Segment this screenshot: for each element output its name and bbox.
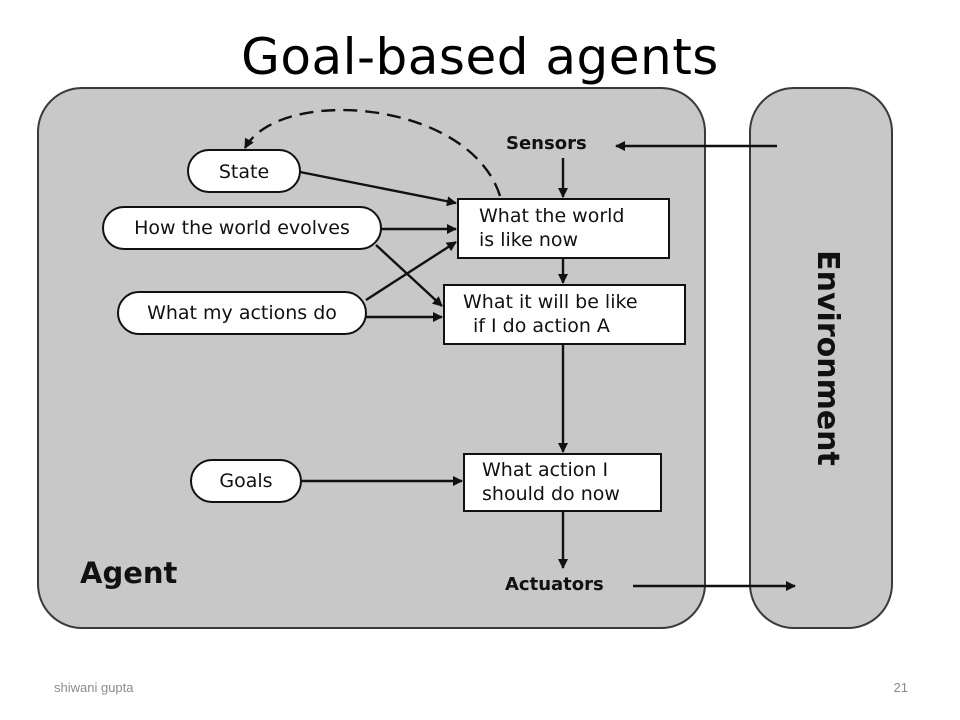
will-be-line-2: if I do action A xyxy=(473,315,610,337)
actions-do-oval xyxy=(117,291,367,335)
state-oval-label: State xyxy=(219,161,269,183)
world-now-box xyxy=(457,198,670,259)
goals-oval-label: Goals xyxy=(219,470,272,492)
action-line-2: should do now xyxy=(482,483,620,505)
agent-panel xyxy=(37,87,706,629)
slide-title: Goal-based agents xyxy=(241,28,719,86)
arrow-evolves-to-will-be xyxy=(375,244,443,307)
footer-author: shiwani gupta xyxy=(54,680,134,695)
arrow-state-to-world-now xyxy=(299,170,457,207)
arrow-feedback-to-state xyxy=(243,108,502,197)
page-number: 21 xyxy=(893,680,908,695)
will-be-line-1: What it will be like xyxy=(463,291,638,313)
action-box xyxy=(463,453,662,512)
action-line-1: What action I xyxy=(482,459,608,481)
state-oval xyxy=(187,149,301,193)
sensors-label: Sensors xyxy=(506,133,587,154)
environment-panel xyxy=(749,87,893,629)
world-now-line-1: What the world xyxy=(479,205,625,227)
actuators-label: Actuators xyxy=(505,574,604,595)
agent-label: Agent xyxy=(80,556,178,590)
actions-do-oval-label: What my actions do xyxy=(147,302,337,324)
environment-label: Environment xyxy=(810,250,845,466)
world-now-line-2: is like now xyxy=(479,229,578,251)
will-be-box xyxy=(443,284,686,345)
arrow-actions-to-world-now xyxy=(365,240,457,302)
world-evolves-oval-label: How the world evolves xyxy=(134,217,350,239)
